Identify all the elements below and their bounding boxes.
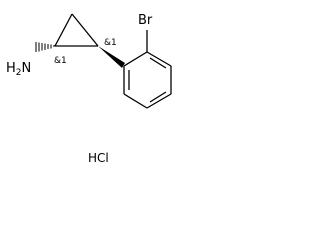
stereo-label-c2: &1 bbox=[104, 38, 117, 48]
amine-n: N bbox=[22, 61, 32, 76]
amine-label: H2N bbox=[6, 61, 31, 78]
benzene-ring bbox=[123, 51, 172, 109]
structure-drawing: Br H2N &1 &1 HCl bbox=[0, 0, 206, 173]
amine-h: H bbox=[6, 61, 16, 76]
molecule-svg: Br H2N &1 &1 HCl bbox=[6, 13, 172, 165]
solid-wedge-bond bbox=[98, 46, 125, 68]
ring-bond-top-left bbox=[54, 13, 73, 47]
salt-label: HCl bbox=[88, 151, 109, 165]
ring-bond-top-right bbox=[71, 13, 99, 47]
hashed-wedge-bond bbox=[35, 42, 55, 52]
stereo-label-c1: &1 bbox=[54, 56, 67, 66]
amine-subscript: 2 bbox=[16, 68, 22, 78]
bromine-label: Br bbox=[138, 13, 153, 28]
